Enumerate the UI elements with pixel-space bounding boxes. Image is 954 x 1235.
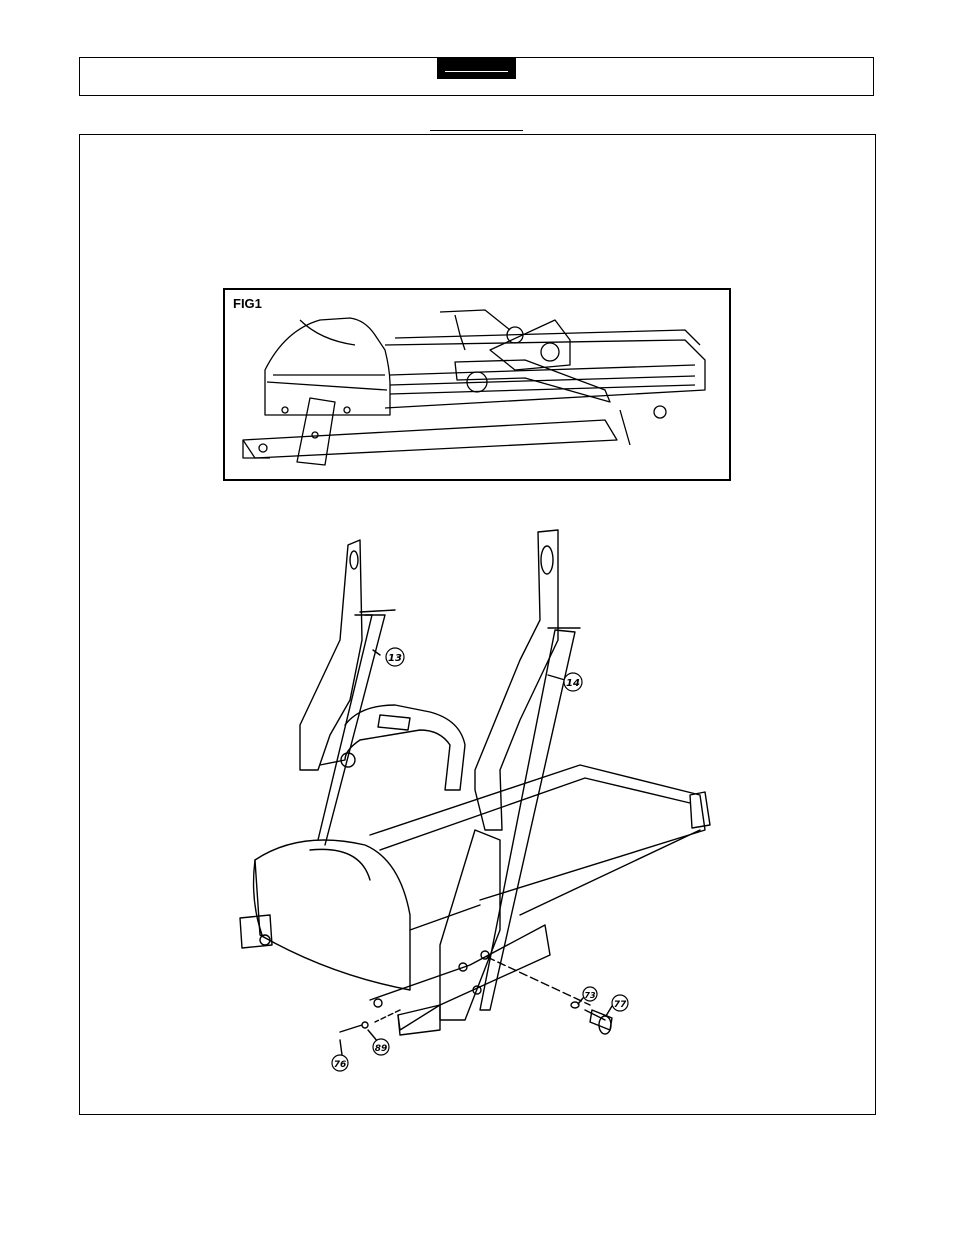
step-title-rule xyxy=(430,130,523,131)
fig1-panel: FIG1 xyxy=(223,288,731,481)
fig1-folded-treadmill-illustration xyxy=(225,290,729,479)
header-tab-line xyxy=(445,71,508,72)
assembly-step-panel xyxy=(79,134,876,1115)
header-tab xyxy=(437,57,516,79)
